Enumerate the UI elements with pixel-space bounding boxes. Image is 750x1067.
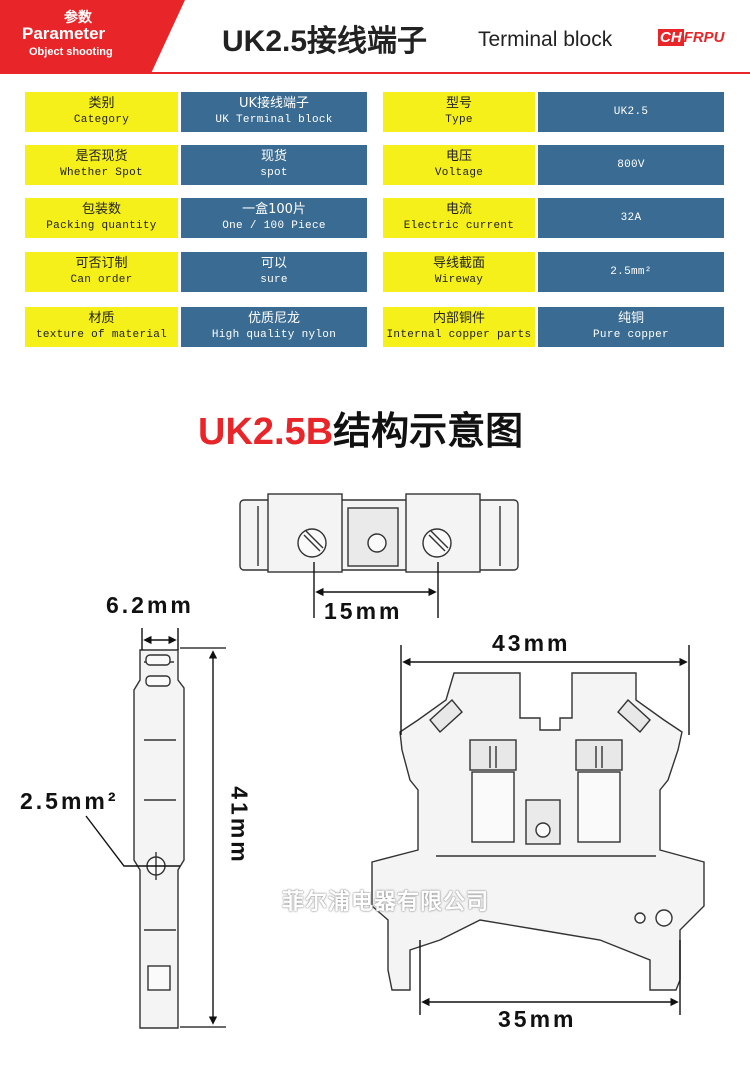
dim-label-height: 41mm [226, 786, 253, 865]
table-value-cell: UK2.5 [538, 92, 724, 132]
cell-text-cn: 导线截面 [432, 256, 485, 271]
cell-text-cn: 内部铜件 [432, 311, 485, 326]
cell-text-en: texture of material [35, 329, 168, 341]
cell-text-en: Whether Spot [60, 167, 143, 179]
table-value-cell: UK接线端子 UK Terminal block [181, 92, 367, 132]
cell-text-cn: 可以 [260, 256, 287, 271]
table-label-cell: 导线截面 Wireway [383, 252, 535, 292]
diagram-title-model: UK2.5B [198, 411, 334, 453]
table-label-cell: 是否现货 Whether Spot [25, 145, 178, 185]
table-value-cell: 800V [538, 145, 724, 185]
cell-text-cn: UK接线端子 [238, 96, 310, 111]
dim-label-pitch: 15mm [324, 598, 403, 624]
parameter-tab-sub: Object shooting [29, 46, 113, 58]
cell-text-cn: 类别 [88, 96, 115, 111]
table-value-cell: 纯铜 Pure copper [538, 307, 724, 347]
table-label-cell: 型号 Type [383, 92, 535, 132]
cell-text-en: UK Terminal block [215, 114, 333, 126]
cell-text-en: Electric current [403, 220, 515, 232]
cell-text-en: Voltage [434, 167, 484, 179]
diagram-title-cn: 结构示意图 [333, 411, 524, 453]
cell-text-cn: 一盒100片 [242, 202, 306, 217]
table-value-cell: 一盒100片 One / 100 Piece [181, 198, 367, 238]
cell-text-cn: 现货 [260, 149, 287, 164]
cell-text-en: Category [73, 114, 130, 126]
diagram-title: UK2.5B结构示意图 [198, 400, 523, 455]
parameter-tab-en: Parameter [22, 24, 106, 43]
cell-text-en: Type [445, 114, 473, 126]
table-value-cell: 2.5mm² [538, 252, 724, 292]
side-view-drawing [133, 649, 185, 1029]
page-title-en: Terminal block [478, 28, 613, 51]
table-label-cell: 内部铜件 Internal copper parts [383, 307, 535, 347]
cell-text-en: High quality nylon [211, 329, 337, 341]
parameter-tab: 参数 Parameter Object shooting [0, 0, 185, 72]
front-view-drawing [371, 672, 705, 991]
table-label-cell: 材质 texture of material [25, 307, 178, 347]
cell-text-en: Internal copper parts [386, 329, 532, 341]
table-label-cell: 可否订制 Can order [25, 252, 178, 292]
cell-text-en: sure [260, 274, 288, 286]
company-watermark: 菲尔浦电器有限公司 [282, 890, 490, 915]
cell-text-en: Pure copper [593, 329, 669, 341]
table-label-cell: 类别 Category [25, 92, 178, 132]
parameter-tab-cn: 参数 [64, 10, 92, 26]
cell-text-cn: 电压 [445, 149, 472, 164]
cell-text-cn: 是否现货 [75, 149, 128, 164]
cell-text-cn: 电流 [445, 202, 472, 217]
cell-text-cn: 优质尼龙 [247, 311, 300, 326]
cell-text-cn: 型号 [445, 96, 472, 111]
page-title: UK2.5接线端子 [222, 25, 428, 58]
table-value-cell: 32A [538, 198, 724, 238]
brand-logo-part1: CH [658, 29, 684, 46]
cell-text-en: Wireway [434, 274, 484, 286]
top-view-drawing [239, 493, 519, 573]
table-value-cell: 可以 sure [181, 252, 367, 292]
dim-label-rail: 35mm [498, 1006, 577, 1032]
cell-text-value: 800V [617, 158, 645, 171]
cell-text-cn: 纯铜 [617, 311, 644, 326]
cell-text-en: One / 100 Piece [222, 220, 326, 232]
table-label-cell: 电流 Electric current [383, 198, 535, 238]
cell-text-en: spot [260, 167, 288, 179]
brand-logo-part2: FRPU [683, 29, 725, 46]
cell-text-value: 32A [620, 211, 642, 224]
dim-label-wire-section: 2.5mm² [20, 788, 119, 814]
dim-label-width: 6.2mm [106, 592, 194, 618]
cell-text-value: 2.5mm² [610, 265, 652, 278]
table-value-cell: 现货 spot [181, 145, 367, 185]
dim-label-overall-width: 43mm [492, 630, 571, 656]
page-header: 参数 Parameter Object shooting UK2.5接线端子 T… [0, 0, 750, 75]
cell-text-en: Can order [70, 274, 133, 286]
table-label-cell: 电压 Voltage [383, 145, 535, 185]
cell-text-cn: 材质 [88, 311, 115, 326]
table-label-cell: 包装数 Packing quantity [25, 198, 178, 238]
header-divider [0, 72, 750, 74]
cell-text-cn: 包装数 [81, 202, 121, 217]
cell-text-en: Packing quantity [46, 220, 157, 232]
cell-text-value: UK2.5 [613, 105, 649, 118]
cell-text-cn: 可否订制 [75, 256, 128, 271]
table-value-cell: 优质尼龙 High quality nylon [181, 307, 367, 347]
